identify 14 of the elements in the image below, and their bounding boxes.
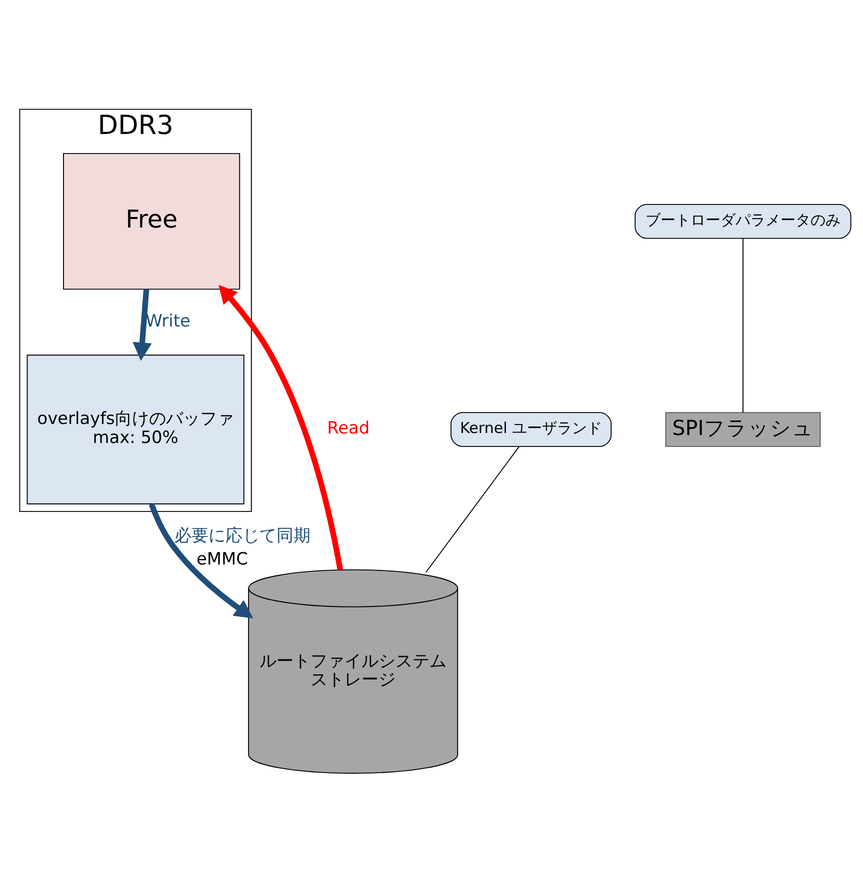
node-box: Kernel ユーザランド [450, 412, 612, 446]
node-box: ブートローダパラメータのみ [634, 203, 852, 238]
edge-label: Read [327, 417, 370, 438]
connector [425, 446, 520, 572]
connector [742, 238, 744, 412]
node-box: SPIフラッシュ [665, 412, 821, 446]
arrow [132, 288, 152, 360]
edge-label: Write [146, 310, 190, 330]
node-label: eMMC [196, 548, 248, 568]
arrow [218, 284, 344, 570]
node-box: overlayfs向けのバッファ max: 50% [26, 354, 244, 504]
arrow [148, 502, 254, 618]
node-box: Free [63, 152, 240, 290]
edge-label: 必要に応じて同期 [174, 524, 310, 544]
